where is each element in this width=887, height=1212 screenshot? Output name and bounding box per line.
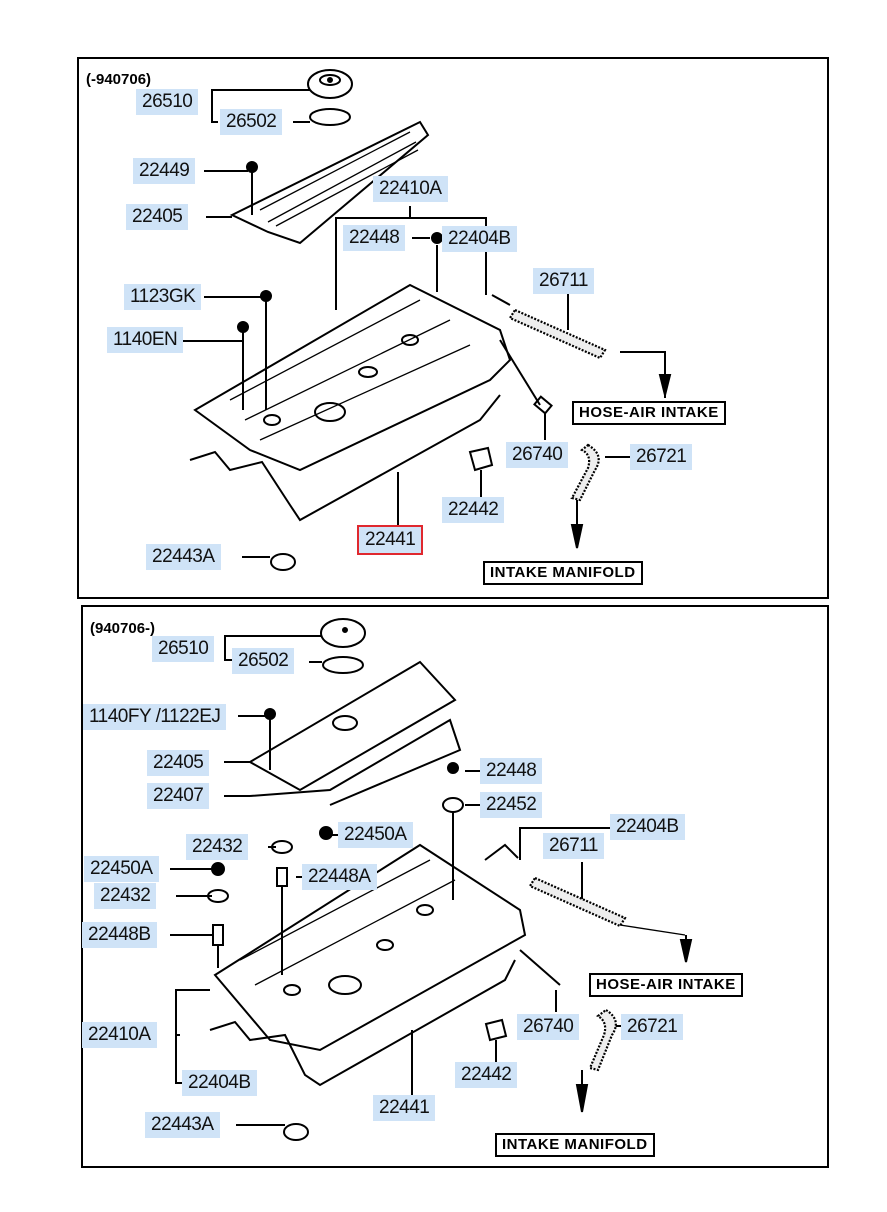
part-label-26721[interactable]: 26721 <box>630 444 693 470</box>
part-label-1123gk[interactable]: 1123GK <box>124 284 202 310</box>
cover-plate-bottom <box>247 660 462 806</box>
part-label-26502-b[interactable]: 26502 <box>232 648 295 674</box>
breather-hose-bottom <box>283 843 693 1141</box>
part-label-22448a[interactable]: 22448A <box>302 864 377 890</box>
part-label-22448-b[interactable]: 22448 <box>480 758 543 784</box>
rocker-cover-top <box>189 232 512 522</box>
part-label-22410a-b[interactable]: 22410A <box>82 1022 157 1048</box>
leader-lines-top <box>182 89 666 558</box>
part-label-26721-b[interactable]: 26721 <box>621 1014 684 1040</box>
part-label-26740-b[interactable]: 26740 <box>517 1014 580 1040</box>
oil-filler-cap-drawing <box>307 69 353 126</box>
part-label-26711[interactable]: 26711 <box>533 268 594 294</box>
part-label-22450a-b[interactable]: 22450A <box>84 856 159 882</box>
part-label-22405[interactable]: 22405 <box>126 204 189 230</box>
part-label-1140en[interactable]: 1140EN <box>107 327 184 353</box>
variant-label-top: (-940706) <box>86 71 152 88</box>
part-label-22407[interactable]: 22407 <box>147 783 210 809</box>
part-label-22448[interactable]: 22448 <box>343 225 406 251</box>
diagram-panel-post-940706 <box>81 605 829 1168</box>
oil-filler-cap-drawing-2 <box>320 618 366 674</box>
part-label-22441-b[interactable]: 22441 <box>373 1095 436 1121</box>
part-label-22441-selected[interactable]: 22441 <box>356 525 424 555</box>
cover-plate-top <box>229 120 430 245</box>
breather-hose-top <box>270 294 672 571</box>
part-label-22449[interactable]: 22449 <box>133 158 196 184</box>
part-label-26510[interactable]: 26510 <box>136 89 199 115</box>
part-label-22404b[interactable]: 22404B <box>442 226 517 252</box>
part-label-22452[interactable]: 22452 <box>480 792 543 818</box>
part-label-22432-a[interactable]: 22432 <box>186 834 249 860</box>
part-label-22404b-a[interactable]: 22404B <box>610 814 685 840</box>
destination-intake-manifold: INTAKE MANIFOLD <box>483 561 643 585</box>
part-label-26502[interactable]: 26502 <box>220 109 283 135</box>
destination-hose-air-intake: HOSE-AIR INTAKE <box>572 401 726 425</box>
part-label-22442-b[interactable]: 22442 <box>455 1062 518 1088</box>
part-label-22443a-b[interactable]: 22443A <box>145 1112 220 1138</box>
rocker-cover-bottom <box>207 762 527 1087</box>
part-label-26740[interactable]: 26740 <box>506 442 569 468</box>
destination-intake-manifold-b: INTAKE MANIFOLD <box>495 1133 655 1157</box>
part-label-22404b-b[interactable]: 22404B <box>182 1070 257 1096</box>
part-label-22448b[interactable]: 22448B <box>82 922 157 948</box>
part-label-22432-b[interactable]: 22432 <box>94 883 157 909</box>
part-label-22443a[interactable]: 22443A <box>146 544 221 570</box>
part-label-22405-b[interactable]: 22405 <box>147 750 210 776</box>
part-label-22410a[interactable]: 22410A <box>373 176 448 202</box>
variant-label-bottom: (940706-) <box>90 620 156 637</box>
part-label-1140fy-1122ej[interactable]: 1140FY /1122EJ <box>83 704 227 730</box>
part-label-22442[interactable]: 22442 <box>442 497 505 523</box>
part-label-22450a-a[interactable]: 22450A <box>338 822 413 848</box>
part-label-26711-b[interactable]: 26711 <box>543 833 604 859</box>
leader-lines-bottom <box>170 635 626 1126</box>
part-label-26510-b[interactable]: 26510 <box>152 636 215 662</box>
destination-hose-air-intake-b: HOSE-AIR INTAKE <box>589 973 743 997</box>
